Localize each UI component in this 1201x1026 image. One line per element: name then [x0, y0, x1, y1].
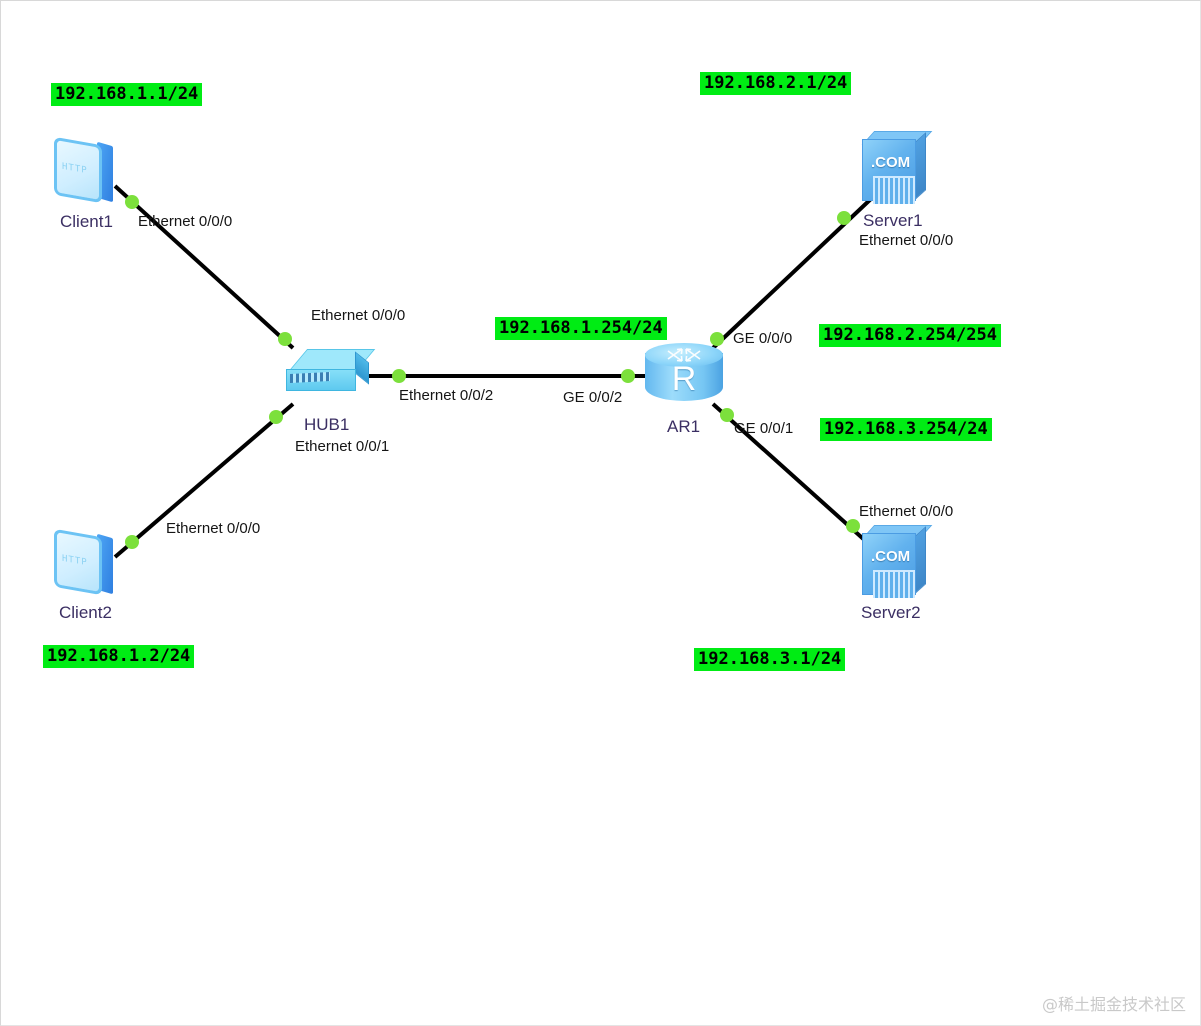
interface-label-hub1-e2: Ethernet 0/0/2: [399, 387, 494, 404]
ip-badge-ar1-ge2: 192.168.1.254/24: [495, 317, 667, 340]
router-arrows-icon: [667, 348, 701, 362]
link-dot: [720, 408, 734, 422]
link-dot: [125, 195, 139, 209]
interface-label-server2-e0: Ethernet 0/0/0: [859, 503, 954, 520]
com-icon: .COM: [871, 154, 911, 171]
server-front-face: .COM: [862, 139, 916, 204]
device-server1[interactable]: .COM: [858, 131, 933, 207]
device-hub1[interactable]: [284, 349, 376, 399]
server-bars-icon: [873, 176, 915, 204]
link-dot: [392, 369, 406, 383]
server-front-face: .COM: [862, 533, 916, 598]
server-bars-icon: [873, 570, 915, 598]
link-client2-hub1[interactable]: [113, 402, 295, 559]
device-client2[interactable]: HTTP: [51, 528, 123, 600]
ip-badge-server2: 192.168.3.1/24: [694, 648, 846, 671]
interface-label-client1-e0: Ethernet 0/0/0: [138, 213, 233, 230]
ip-badge-ar1-ge0: 192.168.2.254/254: [819, 324, 1001, 347]
link-dot: [846, 519, 860, 533]
device-server2[interactable]: .COM: [858, 525, 933, 601]
device-label-hub1: HUB1: [304, 415, 350, 434]
device-label-ar1: AR1: [667, 417, 701, 436]
link-dot: [278, 332, 292, 346]
watermark: @稀土掘金技术社区: [1041, 995, 1186, 1014]
interface-label-client2-e0: Ethernet 0/0/0: [166, 520, 261, 537]
router-top-face: [645, 343, 723, 367]
link-dot: [837, 211, 851, 225]
interface-label-server1-e0: Ethernet 0/0/0: [859, 232, 954, 249]
ip-badge-client1: 192.168.1.1/24: [51, 83, 203, 106]
interface-label-hub1-e0: Ethernet 0/0/0: [311, 307, 406, 324]
interface-label-ar1-ge0: GE 0/0/0: [733, 330, 793, 347]
device-ar1[interactable]: R: [645, 343, 723, 407]
router-letter: R: [671, 360, 697, 398]
ip-badge-ar1-ge1: 192.168.3.254/24: [820, 418, 992, 441]
link-dot: [125, 535, 139, 549]
link-dot: [621, 369, 635, 383]
interface-label-hub1-e1: Ethernet 0/0/1: [295, 438, 390, 455]
ip-badge-client2: 192.168.1.2/24: [43, 645, 195, 668]
com-icon: .COM: [871, 548, 911, 565]
link-dot: [269, 410, 283, 424]
link-client1-hub1[interactable]: [113, 184, 295, 350]
interface-label-ar1-ge2: GE 0/0/2: [563, 389, 623, 406]
ip-badge-server1: 192.168.2.1/24: [700, 72, 852, 95]
device-label-client1: Client1: [60, 212, 113, 231]
link-dot: [710, 332, 724, 346]
device-label-server2: Server2: [861, 603, 921, 622]
device-label-server1: Server1: [863, 211, 923, 230]
interface-label-ar1-ge1: GE 0/0/1: [734, 420, 794, 437]
device-label-client2: Client2: [59, 603, 112, 622]
device-client1[interactable]: HTTP: [51, 136, 123, 208]
